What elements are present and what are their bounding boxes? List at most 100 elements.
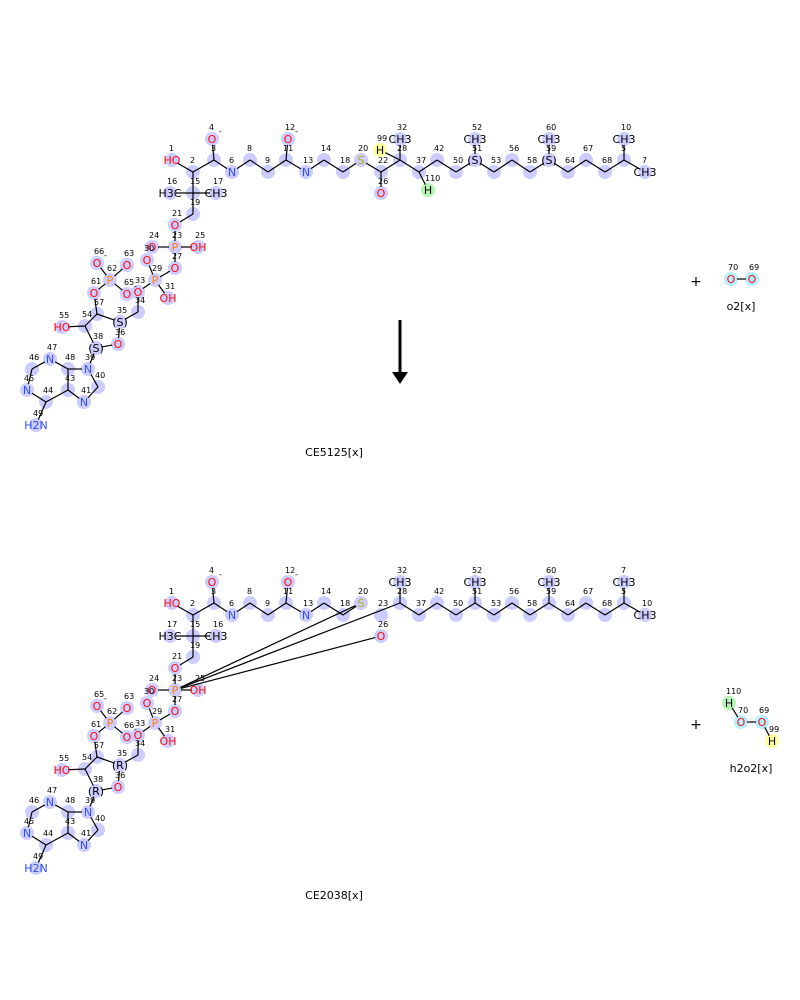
atom-label: O	[148, 241, 157, 254]
atom-number: 29	[152, 264, 162, 273]
atom-number: 36	[115, 328, 125, 337]
atom-highlight	[148, 273, 162, 287]
atom-number: 70	[728, 263, 738, 272]
bond	[731, 707, 739, 718]
atom-number: 7	[642, 156, 647, 165]
atom-highlight	[87, 286, 101, 300]
atom-highlight	[168, 704, 182, 718]
atom-highlight	[89, 341, 103, 355]
atom-number: 9	[265, 599, 270, 608]
atom-highlight	[148, 716, 162, 730]
atom-number: 16	[167, 177, 177, 186]
atom-label: OH	[160, 292, 177, 305]
atom-number: 47	[47, 786, 57, 795]
atom-label: N	[84, 806, 92, 819]
atom-number: 31	[165, 725, 175, 734]
atom-label: O	[208, 576, 217, 589]
atom-number: 45	[24, 374, 34, 383]
atom-highlight	[209, 186, 223, 200]
atom-number: 27	[172, 252, 182, 261]
atom-number: 3	[211, 144, 216, 153]
atom-number: 67	[583, 587, 593, 596]
bond	[96, 313, 115, 321]
atom-charge: -	[104, 694, 107, 703]
bond	[567, 602, 587, 616]
atom-label: N	[84, 363, 92, 376]
atom-highlight	[542, 132, 556, 146]
atom-number: 61	[91, 720, 101, 729]
atom-label: H3C	[159, 187, 182, 200]
atom-number: 53	[491, 599, 501, 608]
bond	[94, 741, 98, 758]
bond	[553, 162, 569, 173]
atom-charge: -	[219, 570, 222, 579]
atom-highlight	[113, 758, 127, 772]
atom-highlight	[638, 165, 652, 179]
atom-number: 64	[565, 156, 575, 165]
bond	[623, 159, 641, 170]
atom-label: O	[171, 705, 180, 718]
atom-label: CH3	[389, 576, 412, 589]
atom-label: O	[148, 684, 157, 697]
atom-highlights	[20, 132, 652, 432]
atom-label: N	[80, 839, 88, 852]
atom-label: N	[228, 609, 236, 622]
atom-label: N	[302, 609, 310, 622]
atom-number: 40	[95, 814, 105, 823]
bond	[764, 727, 770, 736]
atom-number: 28	[397, 587, 407, 596]
atom-number: 12	[285, 123, 295, 132]
bond	[148, 708, 154, 718]
bond	[31, 835, 47, 846]
atom-number: 2	[190, 599, 195, 608]
atom-highlight	[163, 186, 177, 200]
atom-label: CH3	[464, 133, 487, 146]
atom-label: HO	[54, 321, 71, 334]
atom-number: 38	[93, 775, 103, 784]
atom-label: O	[284, 133, 293, 146]
atom-number: 99	[377, 134, 387, 143]
atom-number: 28	[397, 144, 407, 153]
bond	[585, 602, 606, 616]
atom-label: P	[152, 717, 159, 730]
atom-highlight	[55, 320, 69, 334]
bond	[37, 844, 47, 863]
atom-number: 54	[82, 753, 92, 762]
bond	[418, 159, 438, 173]
atom-label: O	[134, 286, 143, 299]
atom-highlights	[20, 575, 652, 875]
bond	[124, 311, 139, 320]
atom-label: HO	[164, 597, 181, 610]
atom-number: 19	[190, 641, 200, 650]
atom-number: 3	[211, 587, 216, 596]
atom-number: 18	[340, 156, 350, 165]
atom-label: O	[171, 262, 180, 275]
bond	[179, 213, 194, 223]
atom-highlight	[468, 575, 482, 589]
bond	[84, 325, 94, 343]
atom-label: (S)	[467, 154, 483, 167]
atom-label: P	[107, 717, 114, 730]
atom-label: O	[123, 288, 132, 301]
atom-number: 65	[124, 278, 134, 287]
atom-label: (S)	[541, 154, 557, 167]
atom-highlight	[140, 253, 154, 267]
bond	[90, 373, 99, 388]
bond	[567, 159, 587, 173]
bond	[529, 162, 545, 173]
atom-label: N	[228, 166, 236, 179]
atom-number: 31	[165, 282, 175, 291]
bond	[180, 636, 376, 690]
atom-number: 24	[149, 231, 159, 240]
atom-number: 42	[434, 587, 444, 596]
bond	[37, 401, 47, 420]
bond	[511, 602, 531, 616]
atom-highlight	[103, 273, 117, 287]
atom-highlight	[617, 575, 631, 589]
atom-label: CH3	[538, 576, 561, 589]
atom-label: CH3	[389, 133, 412, 146]
atom-number: 64	[565, 599, 575, 608]
bond	[84, 313, 98, 327]
atom-highlight	[168, 218, 182, 232]
atom-label: O	[90, 287, 99, 300]
